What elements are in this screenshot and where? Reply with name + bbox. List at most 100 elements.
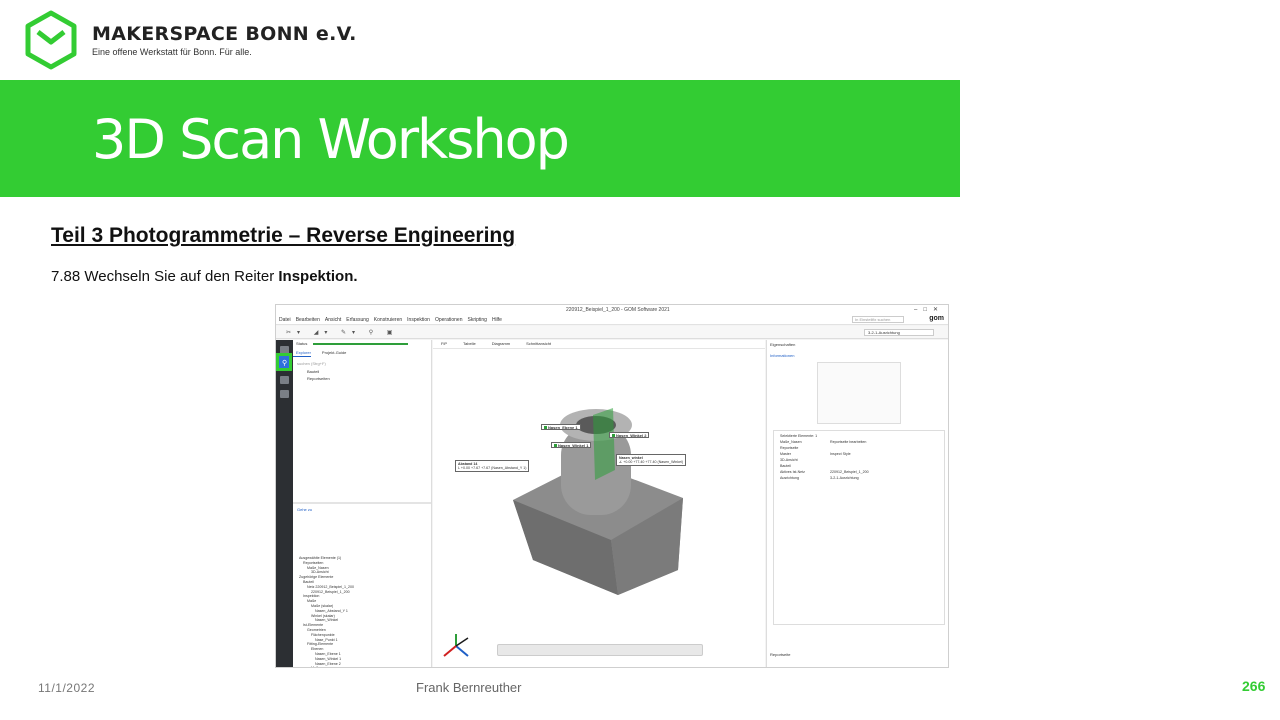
- property-key: Selektierte Elemente: 1: [780, 434, 818, 438]
- tree-item[interactable]: Winkel (skalar): [311, 613, 335, 618]
- menu-item[interactable]: Erfassung: [346, 316, 369, 323]
- label-nasen-winkel-1[interactable]: Nasen_Winkel 1: [551, 442, 592, 448]
- footer-date: 11/1/2022: [38, 681, 95, 695]
- tree-item[interactable]: Fitting-Elemente: [307, 642, 334, 647]
- property-key: Aktives Ist-Netz: [780, 470, 805, 474]
- measure-label-winkel[interactable]: Nasen_winkel ∠ +0.00 +77.40 +77.40 (Nase…: [616, 454, 687, 466]
- title-banner: 3D Scan Workshop: [0, 80, 960, 197]
- tree-item[interactable]: Nasen_Ebene 1: [315, 652, 341, 656]
- property-key: Master: [780, 452, 791, 456]
- tree-item[interactable]: Maße: [311, 666, 320, 667]
- measure-title: Abstand 14: [458, 462, 478, 466]
- inspection-tab-highlight[interactable]: ⚲: [276, 353, 292, 371]
- tree-item[interactable]: Maße (skalar): [311, 604, 334, 608]
- tree-item[interactable]: Nasen_Abstand_Y 1: [315, 608, 348, 613]
- property-key: Ausrichtung: [780, 476, 799, 480]
- menu-item[interactable]: Datei: [279, 316, 291, 323]
- report-icon[interactable]: [280, 390, 289, 398]
- tree-item[interactable]: Nase_Punkt 1: [315, 637, 338, 642]
- tree-item[interactable]: Ausgewählte Elemente (1): [299, 556, 342, 560]
- menu-item[interactable]: Hilfe: [491, 316, 502, 323]
- window-controls: –□✕: [914, 307, 944, 313]
- menu-bar: Datei Bearbeiten Ansicht Erfassung Konst…: [276, 315, 948, 325]
- hexagon-box-icon: [25, 10, 77, 70]
- window-title: 220912_Beispiel_1_200 - GOM Software 202…: [566, 307, 670, 313]
- tree-item[interactable]: Flächenpunkte: [311, 632, 335, 637]
- menu-item[interactable]: Skripting: [467, 316, 487, 323]
- tab-table[interactable]: Tabelle: [463, 341, 476, 346]
- instruction-prefix: 7.88 Wechseln Sie auf den Reiter: [51, 268, 279, 285]
- explorer-search-input[interactable]: suchen (Strg+F): [297, 361, 326, 366]
- property-value: 220912_Beispiel_1_200: [830, 470, 869, 474]
- makerspace-logo: MAKERSPACE BONN e.V. Eine offene Werksta…: [24, 10, 357, 70]
- view-toolbar[interactable]: [497, 644, 703, 656]
- property-value: 3-2-1-Ausrichtung: [830, 476, 859, 480]
- toolbar-icons[interactable]: ✂▾ ◢▾ ✎▾ ⚲ ▣: [286, 330, 399, 336]
- command-search-input[interactable]: In Einstellfix suchen: [852, 316, 904, 323]
- menu-item[interactable]: Konstruieren: [373, 316, 403, 323]
- tree-item[interactable]: Zugehörige Elemente: [299, 575, 334, 580]
- tab-goto[interactable]: Gehe zu: [297, 507, 313, 512]
- measure-values: L +0.00 +7.67 +7.67 (Nasen_Abstand_Y 1): [458, 466, 527, 470]
- home-icon[interactable]: [280, 346, 289, 354]
- document-icon[interactable]: [280, 376, 289, 384]
- label-nasen-winkel-2[interactable]: Nasen_Winkel 2: [609, 432, 650, 438]
- tree-item[interactable]: Reportseiten: [307, 376, 330, 381]
- tree-item[interactable]: Bauteil: [303, 580, 314, 584]
- tree-item[interactable]: Maße: [307, 599, 317, 604]
- menu-item[interactable]: Ansicht: [324, 316, 342, 323]
- tree-item[interactable]: Nasen_Winkel: [315, 618, 339, 623]
- property-value: Reportseite bearbeiten: [830, 440, 867, 444]
- explorer-panel: Status Explorer Projekt-Guide suchen (St…: [293, 340, 432, 667]
- scanned-part-model[interactable]: [503, 390, 693, 605]
- property-key: Maße_Nasen: [780, 440, 802, 444]
- tree-item[interactable]: Maße_Nasen: [307, 565, 329, 570]
- tree-item[interactable]: Netz 220912_Beispiel_1_200: [307, 584, 354, 589]
- menu-item[interactable]: Bearbeiten: [295, 316, 320, 323]
- measure-values: ∠ +0.00 +77.40 +77.40 (Nasen_Winkel): [619, 460, 684, 464]
- status-label: Status: [296, 341, 308, 346]
- tab-explorer[interactable]: Explorer: [293, 350, 311, 357]
- tab-information[interactable]: Informationen: [770, 353, 795, 358]
- instruction-text: 7.88 Wechseln Sie auf den Reiter Inspekt…: [51, 268, 358, 285]
- workspace-sidebar: [276, 340, 293, 667]
- measure-title: Nasen_winkel: [619, 456, 643, 460]
- tree-item[interactable]: Geometrien: [307, 628, 326, 632]
- tree-item[interactable]: Nasen_Winkel 1: [315, 656, 342, 661]
- tree-item[interactable]: 3D-Ansicht: [311, 570, 329, 575]
- tree-item[interactable]: Inspektion: [303, 594, 320, 599]
- section-heading: Teil 3 Photogrammetrie – Reverse Enginee…: [51, 224, 516, 247]
- panel-splitter[interactable]: [293, 502, 431, 504]
- property-key: 3D-Ansicht: [780, 458, 798, 462]
- tree-item[interactable]: Nasen_Ebene 2: [315, 661, 341, 666]
- tree-item[interactable]: Ist-Elemente: [303, 623, 324, 628]
- coordinate-axes-icon: [443, 634, 469, 657]
- property-value: Inspect Style: [830, 452, 851, 456]
- properties-list: Selektierte Elemente: 1 Maße_Nasen Reports…: [773, 430, 945, 625]
- tab-project-guide[interactable]: Projekt-Guide: [321, 350, 347, 355]
- tree-item[interactable]: Bauteil: [307, 369, 320, 374]
- view-tabs: FiP Tabelle Diagramm Schnittansicht: [433, 341, 765, 349]
- tab-properties[interactable]: Eigenschaften: [770, 342, 796, 347]
- alignment-select[interactable]: 3-2-1-Ausrichtung: [864, 329, 934, 336]
- label-nasen-ebene-1[interactable]: Nasen_Ebene 1: [541, 424, 581, 430]
- tree-item[interactable]: 220912_Beispiel_1_200: [311, 589, 350, 594]
- 3d-view[interactable]: FiP Tabelle Diagramm Schnittansicht Nase…: [433, 340, 765, 667]
- properties-panel: Eigenschaften Informationen Selektierte …: [766, 340, 948, 667]
- tab-section-view[interactable]: Schnittansicht: [526, 341, 552, 346]
- menu-item[interactable]: Inspektion: [407, 316, 430, 323]
- measure-label-abstand[interactable]: Abstand 14 L +0.00 +7.67 +7.67 (Nasen_Ab…: [455, 460, 530, 472]
- tab-fip[interactable]: FiP: [441, 341, 447, 346]
- tree-item[interactable]: Ebenen: [311, 647, 324, 652]
- main-toolbar: ✂▾ ◢▾ ✎▾ ⚲ ▣ 3-2-1-Ausrichtung: [276, 326, 948, 339]
- report-thumbnail: [817, 362, 901, 424]
- properties-footer: Reportseite: [770, 652, 791, 657]
- tab-diagram[interactable]: Diagramm: [491, 341, 511, 346]
- logo-title: MAKERSPACE BONN e.V.: [92, 23, 357, 45]
- tree-item[interactable]: Reportseiten: [303, 560, 324, 565]
- status-progress: [313, 343, 408, 345]
- instruction-emphasis: Inspektion.: [278, 268, 358, 285]
- menu-item[interactable]: Operationen: [434, 316, 463, 323]
- property-key: Bauteil: [780, 464, 791, 468]
